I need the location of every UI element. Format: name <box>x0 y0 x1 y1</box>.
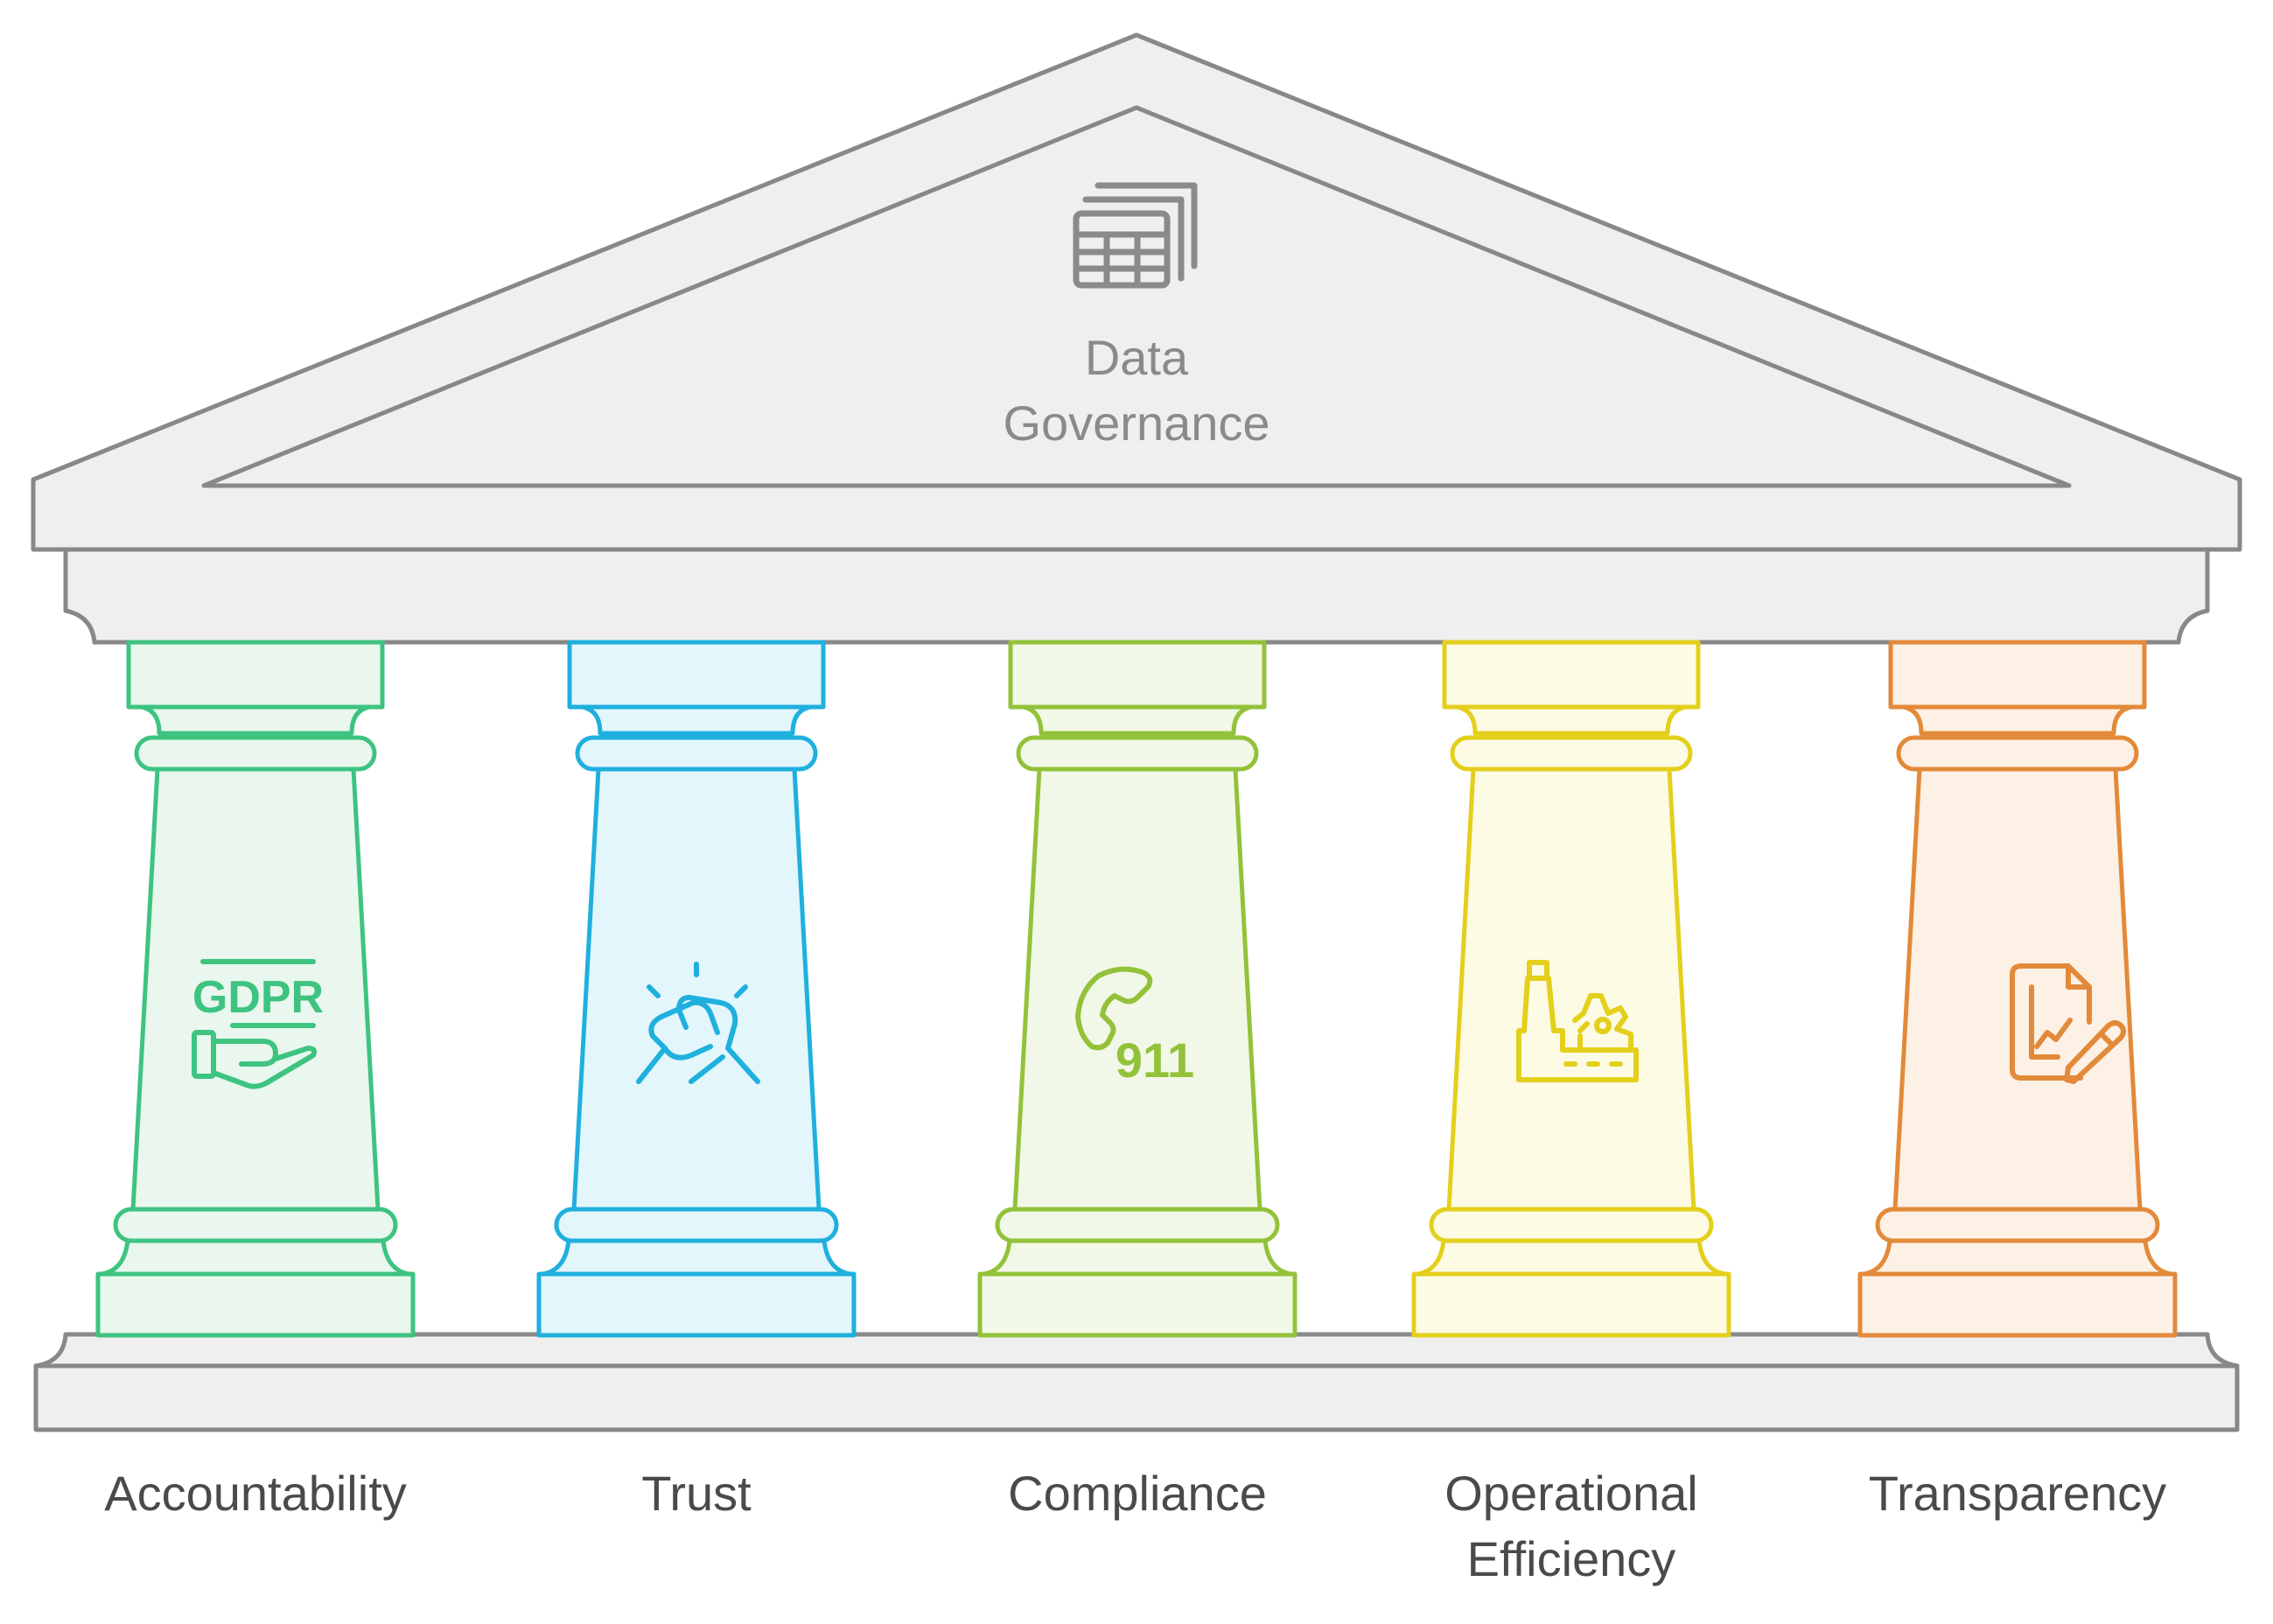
pillar-labels: Accountability Trust Compliance Operatio… <box>104 1466 2166 1586</box>
title-line-1: Data <box>1085 330 1189 385</box>
pillar-accountability <box>95 640 416 1338</box>
pillar-upper-ring <box>134 735 377 772</box>
pillar-plinth-neck <box>1861 1238 2174 1277</box>
pillar-transparency <box>1857 640 2178 1338</box>
pillar-shaft <box>571 766 822 1212</box>
pillar-shaft <box>1892 766 2143 1212</box>
emergency-phone-icon: 911 <box>1075 966 1194 1088</box>
pillar-neck <box>1901 704 2134 736</box>
base-top-step <box>33 1332 2240 1432</box>
label-compliance: Compliance <box>1008 1466 1267 1521</box>
pillar-plinth-neck <box>1415 1238 1728 1277</box>
pillar-capital <box>126 640 385 710</box>
pillar-capital <box>1008 640 1267 710</box>
pillar-neck <box>1455 704 1688 736</box>
pillar-plinth <box>977 1271 1297 1338</box>
pillar-neck <box>1021 704 1254 736</box>
title-line-2: Governance <box>1003 396 1269 451</box>
pillar-capital <box>1888 640 2147 710</box>
pillar-lower-ring <box>995 1207 1280 1243</box>
report-edit-icon <box>2010 963 2126 1084</box>
pillar-lower-ring <box>1429 1207 1714 1243</box>
pillar-neck <box>139 704 372 736</box>
pillar-lower-ring <box>1875 1207 2160 1243</box>
pillar-plinth <box>536 1271 857 1338</box>
pillars <box>95 640 2178 1338</box>
pillar-shaft <box>1012 766 1262 1212</box>
pillar-upper-ring <box>1450 735 1693 772</box>
pillar-neck <box>580 704 813 736</box>
pillar-upper-ring <box>1016 735 1259 772</box>
label-operational-efficiency-line-2: Efficiency <box>1467 1531 1676 1586</box>
label-transparency: Transparency <box>1869 1466 2166 1521</box>
pillar-shaft <box>1446 766 1696 1212</box>
architrave <box>63 547 2210 645</box>
label-accountability: Accountability <box>104 1466 407 1521</box>
pillar-capital <box>1442 640 1701 710</box>
roof-inner-triangle <box>201 105 2072 488</box>
handshake-icon <box>636 962 760 1084</box>
pillar-upper-ring <box>1896 735 2139 772</box>
pillar-plinth <box>95 1271 416 1338</box>
pillar-plinth <box>1857 1271 2178 1338</box>
pillar-trust <box>536 640 857 1338</box>
roof <box>31 32 2242 552</box>
gdpr-hand-icon: GDPR <box>192 959 324 1089</box>
spreadsheet-stack-icon <box>1073 182 1198 289</box>
gdpr-icon-text: GDPR <box>192 972 324 1023</box>
pillar-plinth-neck <box>981 1238 1294 1277</box>
pillar-compliance <box>977 640 1297 1338</box>
pillar-plinth <box>1411 1271 1731 1338</box>
pillar-upper-ring <box>575 735 818 772</box>
pillar-operational-efficiency <box>1411 640 1731 1338</box>
emergency-icon-text: 911 <box>1116 1032 1194 1088</box>
pillar-plinth-neck <box>540 1238 853 1277</box>
pillar-lower-ring <box>113 1207 398 1243</box>
pillar-lower-ring <box>554 1207 839 1243</box>
label-trust: Trust <box>641 1466 752 1521</box>
factory-gear-icon <box>1516 960 1639 1082</box>
label-operational-efficiency-line-1: Operational <box>1444 1466 1698 1521</box>
pillar-plinth-neck <box>99 1238 412 1277</box>
pillar-capital <box>567 640 826 710</box>
